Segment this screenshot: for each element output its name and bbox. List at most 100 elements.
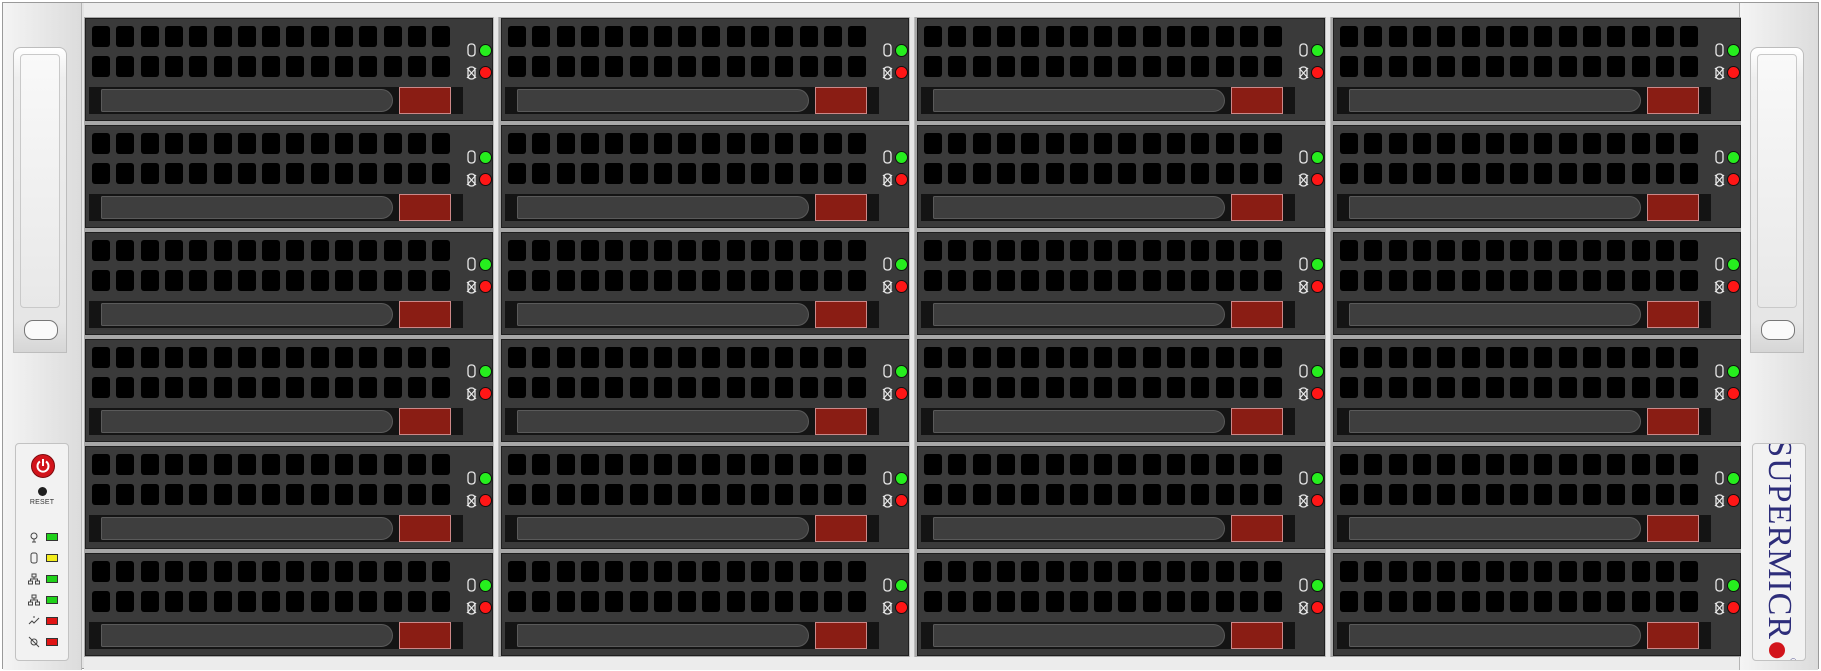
drive-tray-latch[interactable] xyxy=(517,410,809,433)
drive-tray[interactable] xyxy=(85,18,493,121)
power-button[interactable] xyxy=(31,454,55,478)
drive-tray-latch[interactable] xyxy=(517,196,809,219)
drive-tray[interactable] xyxy=(917,339,1325,442)
drive-tray-handle[interactable] xyxy=(1337,87,1711,114)
drive-tray-handle[interactable] xyxy=(89,194,463,221)
drive-tray-latch[interactable] xyxy=(1349,89,1641,112)
drive-tray-handle[interactable] xyxy=(1337,194,1711,221)
drive-tray[interactable] xyxy=(917,18,1325,121)
drive-tray[interactable] xyxy=(501,339,909,442)
drive-tray-handle[interactable] xyxy=(505,87,879,114)
drive-tray-latch[interactable] xyxy=(933,89,1225,112)
drive-tray[interactable] xyxy=(85,232,493,335)
drive-tray[interactable] xyxy=(501,553,909,656)
drive-tray-latch[interactable] xyxy=(517,517,809,540)
drive-tray-handle[interactable] xyxy=(505,301,879,328)
left-handle[interactable] xyxy=(13,47,67,353)
drive-tray-handle[interactable] xyxy=(89,622,463,649)
drive-release-tab[interactable] xyxy=(399,87,451,114)
drive-tray-latch[interactable] xyxy=(1349,624,1641,647)
drive-tray[interactable] xyxy=(917,232,1325,335)
drive-tray-latch[interactable] xyxy=(1349,303,1641,326)
drive-tray-handle[interactable] xyxy=(505,515,879,542)
drive-tray[interactable] xyxy=(917,125,1325,228)
reset-button[interactable] xyxy=(38,487,47,496)
right-handle-grip[interactable] xyxy=(1761,320,1795,340)
right-handle[interactable] xyxy=(1750,47,1804,353)
drive-release-tab[interactable] xyxy=(1647,408,1699,435)
drive-tray-handle[interactable] xyxy=(89,515,463,542)
drive-release-tab[interactable] xyxy=(1231,622,1283,649)
drive-tray-handle[interactable] xyxy=(505,622,879,649)
left-handle-grip[interactable] xyxy=(24,320,58,340)
drive-tray-latch[interactable] xyxy=(101,89,393,112)
drive-release-tab[interactable] xyxy=(399,622,451,649)
drive-release-tab[interactable] xyxy=(815,194,867,221)
drive-tray-latch[interactable] xyxy=(101,624,393,647)
drive-release-tab[interactable] xyxy=(815,408,867,435)
drive-tray[interactable] xyxy=(1333,232,1741,335)
drive-release-tab[interactable] xyxy=(1647,515,1699,542)
drive-tray[interactable] xyxy=(917,446,1325,549)
drive-tray-latch[interactable] xyxy=(933,624,1225,647)
drive-release-tab[interactable] xyxy=(399,194,451,221)
drive-tray-latch[interactable] xyxy=(933,196,1225,219)
drive-tray-handle[interactable] xyxy=(505,194,879,221)
drive-tray[interactable] xyxy=(85,339,493,442)
drive-tray-latch[interactable] xyxy=(101,303,393,326)
drive-release-tab[interactable] xyxy=(815,622,867,649)
drive-tray[interactable] xyxy=(85,125,493,228)
drive-tray-handle[interactable] xyxy=(1337,408,1711,435)
drive-tray[interactable] xyxy=(501,446,909,549)
drive-tray[interactable] xyxy=(1333,18,1741,121)
drive-tray[interactable] xyxy=(501,18,909,121)
drive-release-tab[interactable] xyxy=(399,515,451,542)
drive-tray-handle[interactable] xyxy=(89,87,463,114)
drive-tray-handle[interactable] xyxy=(921,87,1295,114)
drive-tray[interactable] xyxy=(1333,125,1741,228)
drive-tray[interactable] xyxy=(501,125,909,228)
drive-tray[interactable] xyxy=(85,553,493,656)
drive-release-tab[interactable] xyxy=(399,301,451,328)
drive-release-tab[interactable] xyxy=(1231,515,1283,542)
drive-tray-handle[interactable] xyxy=(921,622,1295,649)
drive-tray-handle[interactable] xyxy=(1337,301,1711,328)
drive-release-tab[interactable] xyxy=(1647,87,1699,114)
drive-tray-handle[interactable] xyxy=(921,408,1295,435)
drive-release-tab[interactable] xyxy=(1231,408,1283,435)
drive-tray-latch[interactable] xyxy=(101,517,393,540)
drive-release-tab[interactable] xyxy=(1231,87,1283,114)
drive-release-tab[interactable] xyxy=(815,87,867,114)
drive-release-tab[interactable] xyxy=(1231,194,1283,221)
drive-release-tab[interactable] xyxy=(399,408,451,435)
drive-tray[interactable] xyxy=(917,553,1325,656)
drive-tray[interactable] xyxy=(1333,553,1741,656)
drive-tray-latch[interactable] xyxy=(1349,410,1641,433)
drive-release-tab[interactable] xyxy=(815,515,867,542)
drive-tray-handle[interactable] xyxy=(921,515,1295,542)
drive-tray[interactable] xyxy=(501,232,909,335)
drive-tray-handle[interactable] xyxy=(505,408,879,435)
drive-tray-latch[interactable] xyxy=(1349,196,1641,219)
drive-release-tab[interactable] xyxy=(1647,194,1699,221)
drive-tray-handle[interactable] xyxy=(1337,515,1711,542)
drive-tray[interactable] xyxy=(1333,446,1741,549)
drive-tray-latch[interactable] xyxy=(517,303,809,326)
drive-release-tab[interactable] xyxy=(815,301,867,328)
drive-release-tab[interactable] xyxy=(1647,622,1699,649)
drive-tray-handle[interactable] xyxy=(921,301,1295,328)
drive-release-tab[interactable] xyxy=(1647,301,1699,328)
drive-tray-handle[interactable] xyxy=(1337,622,1711,649)
drive-tray-latch[interactable] xyxy=(517,624,809,647)
drive-tray-handle[interactable] xyxy=(921,194,1295,221)
drive-tray-latch[interactable] xyxy=(517,89,809,112)
drive-tray-latch[interactable] xyxy=(933,410,1225,433)
drive-release-tab[interactable] xyxy=(1231,301,1283,328)
drive-tray-latch[interactable] xyxy=(101,196,393,219)
drive-tray-latch[interactable] xyxy=(933,517,1225,540)
drive-tray-latch[interactable] xyxy=(101,410,393,433)
drive-tray-handle[interactable] xyxy=(89,408,463,435)
drive-tray-latch[interactable] xyxy=(933,303,1225,326)
drive-tray[interactable] xyxy=(1333,339,1741,442)
drive-tray[interactable] xyxy=(85,446,493,549)
